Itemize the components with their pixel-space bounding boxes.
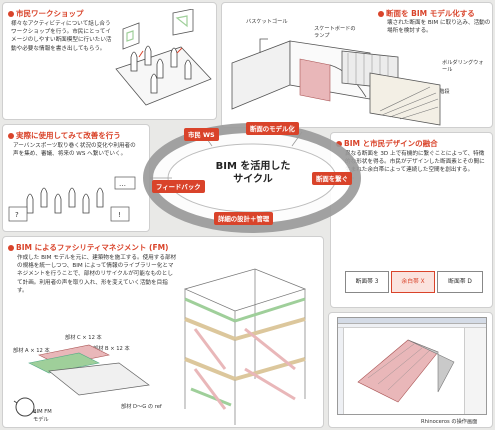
tag-shimin-ws: 市民 WS bbox=[184, 128, 219, 141]
label-slide: 大階段 bbox=[434, 89, 450, 95]
rhino-window bbox=[337, 317, 487, 415]
panel-rhino: Rhinoceros の操作画面 bbox=[328, 312, 493, 428]
fm-parts-illustration bbox=[13, 344, 150, 417]
svg-text:!: ! bbox=[118, 211, 121, 219]
fm-cycle-label-1: BIM FM bbox=[33, 409, 52, 415]
panel-design: BIM と市民デザインの融合 異なる断面を 3D 上で有機的に繋ぐことによって、… bbox=[330, 132, 493, 308]
svg-text:?: ? bbox=[15, 211, 19, 219]
model-title: 断面を BIM モデル化する bbox=[378, 8, 475, 19]
use-illustration: ? … ! bbox=[8, 176, 136, 222]
fm-body: 作成した BIM モデルを元に、建築物を施工する。使用する部材の規格を統一しつつ… bbox=[17, 255, 177, 294]
model-illustration bbox=[231, 38, 441, 126]
fm-label-a: 部材 A × 12 本 bbox=[13, 348, 50, 354]
panel-use: 実際に使用してみて改善を行う アーバンスポーツ取り巻く状況の変化や利用者の声を集… bbox=[2, 124, 150, 232]
panel-model: 断面を BIM モデル化する 壊された断面を BIM に取り込み、活動の場所を検… bbox=[221, 2, 493, 128]
label-basket: バスケットゴール bbox=[246, 19, 288, 25]
fm-cycle-label-2: モデル bbox=[33, 417, 49, 423]
workshop-model-illustration bbox=[115, 9, 212, 106]
model-body: 壊された断面を BIM に取り込み、活動の場所を検討する。 bbox=[387, 20, 491, 35]
section-band-3: 断面帯 3 bbox=[345, 271, 389, 293]
fm-label-b: 部材 B × 12 本 bbox=[93, 346, 130, 352]
rhino-model-view bbox=[357, 339, 455, 403]
tag-model: 断面のモデル化 bbox=[246, 122, 299, 135]
fm-title: BIM によるファシリティマネジメント (FM) bbox=[8, 242, 168, 253]
design-title: BIM と市民デザインの融合 bbox=[336, 138, 438, 149]
cycle-ring bbox=[143, 123, 361, 233]
use-title: 実際に使用してみて改善を行う bbox=[8, 130, 121, 141]
cycle-center-title: BIM を活用した サイクル bbox=[215, 161, 291, 185]
rhino-caption: Rhinoceros の操作画面 bbox=[421, 419, 478, 425]
margin-band-x: 余白帯 X bbox=[391, 271, 435, 293]
tag-kaizen: 断面を繋ぐ bbox=[312, 172, 352, 185]
fm-label-c: 部材 C × 12 本 bbox=[65, 335, 102, 341]
label-skate: スケートボードのランプ bbox=[314, 26, 356, 39]
design-body: 異なる断面を 3D 上で有機的に繋ぐことによって、特徴的な形状を得る。市民がデザ… bbox=[345, 151, 485, 174]
fm-structure-illustration bbox=[183, 268, 307, 425]
use-body: アーバンスポーツ取り巻く状況の変化や利用者の声を集め、審議、将来の WS へ繋い… bbox=[13, 143, 136, 158]
panel-workshop: 市民ワークショップ 様々なアクティビティについて話し合うワークショップを行う。市… bbox=[2, 2, 217, 120]
tag-feedback: フィードバック bbox=[152, 180, 205, 193]
svg-text:…: … bbox=[119, 180, 126, 188]
tag-sekkei: 詳細の設計＋管理 bbox=[214, 212, 274, 225]
section-band-d: 断面帯 D bbox=[437, 271, 483, 293]
fm-label-ref: 部材 D～G の ref bbox=[121, 404, 162, 410]
label-boulder: ボルダリングウォール bbox=[442, 60, 484, 73]
workshop-body: 様々なアクティビティについて話し合うワークショップを行う。市民にとってイメージの… bbox=[11, 21, 112, 52]
workshop-title: 市民ワークショップ bbox=[8, 8, 84, 19]
panel-fm: BIM によるファシリティマネジメント (FM) 作成した BIM モデルを元に… bbox=[2, 236, 324, 428]
